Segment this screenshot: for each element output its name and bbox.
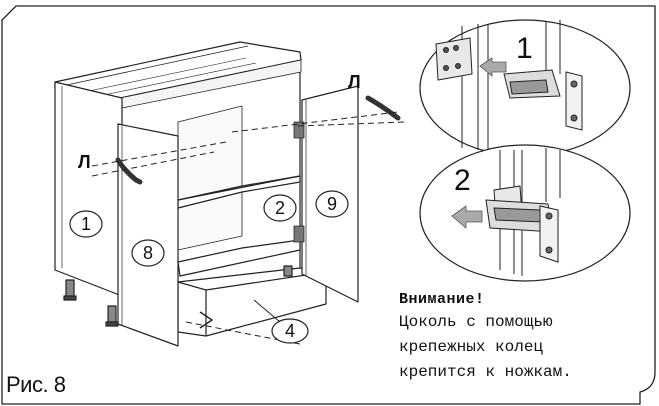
callout-4 — [271, 318, 309, 344]
door-left-8 — [117, 123, 179, 347]
callout-9 — [315, 190, 349, 218]
callout-label-4: 4 — [285, 321, 295, 341]
figure-caption: Рис. 8 — [6, 372, 66, 397]
handle-label-left: Л — [78, 152, 91, 172]
handle-right — [365, 95, 401, 121]
callout-2 — [263, 194, 297, 222]
callout-8 — [131, 239, 165, 267]
attention-line-2: крепежных колец — [399, 338, 544, 356]
attention-line-1: Цоколь с помощью — [399, 313, 553, 331]
callout-label-2: 2 — [275, 198, 285, 218]
handle-left — [115, 157, 143, 185]
inset-step-1-label: 1 — [516, 32, 533, 65]
inset-step-2: 2 — [419, 144, 631, 282]
callouts — [69, 190, 349, 344]
attention-line-3: крепится к ножкам. — [399, 363, 572, 381]
attention-note: Внимание! Цоколь с помощью крепежных кол… — [399, 290, 655, 385]
callout-label-1: 1 — [81, 214, 91, 234]
callout-1 — [69, 210, 103, 238]
side-panel-1 — [54, 81, 123, 297]
callout-label-8: 8 — [143, 243, 153, 263]
handle-label-right: Л — [348, 72, 361, 92]
callout-label-9: 9 — [327, 194, 337, 214]
inset-step-1: 1 — [419, 19, 631, 157]
attention-title: Внимание! — [399, 291, 485, 308]
figure-border — [1, 5, 656, 405]
legs — [63, 265, 293, 327]
inset-step-2-label: 2 — [454, 164, 471, 197]
